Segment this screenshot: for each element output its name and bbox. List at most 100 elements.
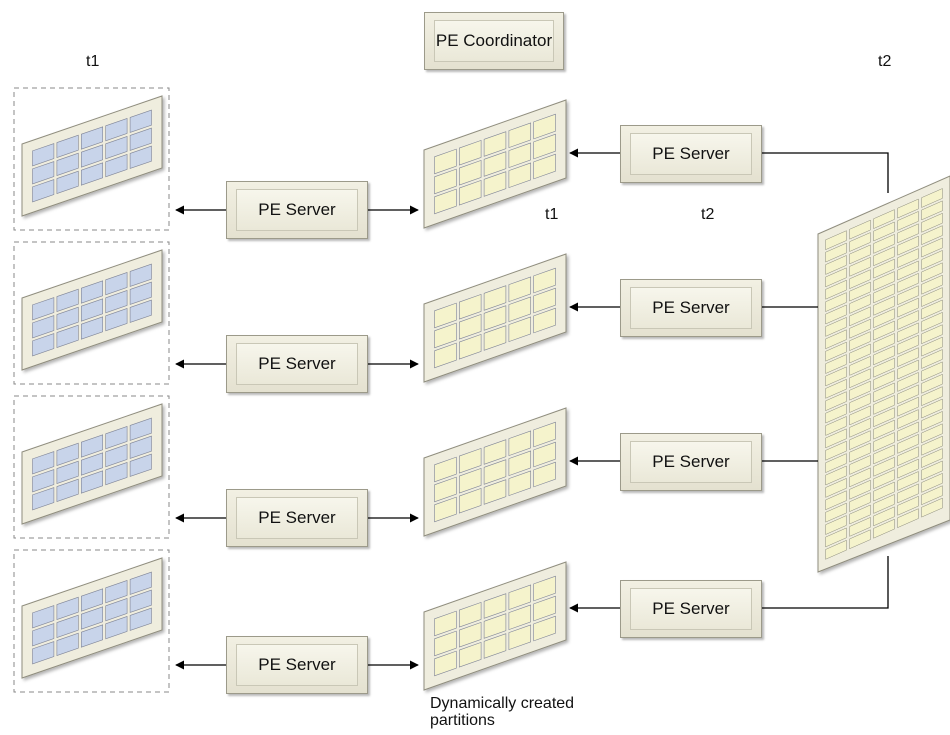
slice-cell [105, 616, 128, 640]
slice-cell [458, 447, 482, 474]
t2-cell [897, 359, 919, 380]
pe-server-label: PE Server [630, 133, 752, 175]
t2-cell [921, 411, 943, 431]
pe-server-label: PE Server [236, 497, 358, 539]
t2-cell [849, 318, 871, 339]
slice-cell [129, 299, 152, 323]
t2-cell [921, 336, 943, 357]
t2-cell [849, 256, 871, 277]
slice-cell [434, 650, 457, 677]
t1-mid-label: t1 [545, 206, 559, 223]
dynamic-partition-2 [423, 253, 567, 383]
slice-cell [508, 584, 532, 611]
t2-cell [825, 477, 847, 498]
t2-cell [849, 331, 871, 351]
t2-cell [849, 430, 871, 451]
slice-cell [458, 179, 482, 206]
slice-cell [434, 148, 457, 175]
t2-cell [921, 423, 943, 444]
slice-cell [434, 322, 457, 349]
t2-cell [873, 518, 895, 539]
pe-server-right-4: PE Server [620, 580, 762, 638]
t2-cell [921, 225, 943, 246]
slice-cell [81, 280, 103, 304]
slice-cell [458, 293, 482, 320]
pe-server-left-3: PE Server [226, 489, 368, 547]
t2-cell [897, 495, 919, 516]
slice-cell [533, 113, 556, 140]
slice-cell [508, 430, 532, 457]
t2-cell [897, 471, 919, 491]
t2-cell [825, 255, 847, 275]
t2-cell [849, 269, 871, 290]
pe-server-label: PE Server [236, 644, 358, 686]
t2-cell [825, 490, 847, 511]
t2-cell [849, 492, 871, 512]
t2-cell [921, 200, 943, 221]
t2-cell [825, 440, 847, 461]
pe-coordinator-box: PE Coordinator [424, 12, 564, 70]
t2-cell [873, 469, 895, 490]
t2-cell [921, 237, 943, 258]
t2-cell [921, 386, 943, 407]
slice-cell [483, 325, 507, 351]
slice-cell [434, 476, 457, 503]
slice-cell [434, 610, 457, 637]
t2-cell [873, 345, 895, 366]
slice-cell [129, 571, 152, 595]
slice-cell [508, 624, 532, 651]
t2-cell [897, 508, 919, 529]
partition-frame-2 [13, 241, 170, 385]
slice-cell [32, 333, 55, 357]
t2-cell [873, 258, 895, 279]
slice-cell [533, 421, 556, 448]
slice-cell [81, 434, 103, 458]
t2-cell [897, 260, 919, 281]
t2-cell [897, 409, 919, 429]
slice-cell [129, 145, 152, 169]
slice-cell [56, 288, 79, 312]
t2-cell [849, 479, 871, 500]
t2-cell [873, 357, 895, 378]
t2-cell [897, 297, 919, 318]
link-server1-t2 [762, 152, 889, 193]
slice-cell [434, 188, 457, 215]
slice-cell [533, 595, 556, 622]
slice-cell [533, 307, 556, 334]
t2-cell [921, 460, 943, 481]
slice-cell [105, 136, 128, 160]
slice-cell [81, 588, 103, 612]
slice-cell [129, 263, 152, 287]
t1-table-slices [21, 95, 163, 679]
t2-cell [921, 435, 943, 456]
partitions-caption: Dynamically created partitions [430, 695, 575, 729]
slice-cell [483, 479, 507, 505]
slice-cell [32, 605, 55, 629]
t2-cell [825, 539, 847, 560]
slice-cell [81, 162, 103, 186]
slice-cell [483, 593, 507, 619]
pe-server-label: PE Server [630, 588, 752, 630]
t2-cell [921, 398, 943, 419]
slice-cell [81, 606, 103, 630]
slice-cell [483, 613, 507, 639]
slice-cell [81, 144, 103, 168]
slice-cell [129, 589, 152, 613]
slice-cell [129, 127, 152, 151]
slice-cell [533, 461, 556, 488]
slice-cell [81, 452, 103, 476]
slice-cell [458, 333, 482, 360]
t2-cell [921, 311, 943, 332]
t2-table [817, 175, 950, 573]
t2-cell [849, 281, 871, 302]
slice-cell [508, 470, 532, 497]
t2-cell [849, 393, 871, 413]
partition-frame-3 [13, 395, 170, 539]
slice-cell [129, 607, 152, 631]
t1-top-label: t1 [86, 53, 100, 70]
slice-cell [105, 462, 128, 486]
slice-cell [508, 296, 532, 323]
t2-cell [897, 285, 919, 306]
t2-cell [849, 306, 871, 327]
